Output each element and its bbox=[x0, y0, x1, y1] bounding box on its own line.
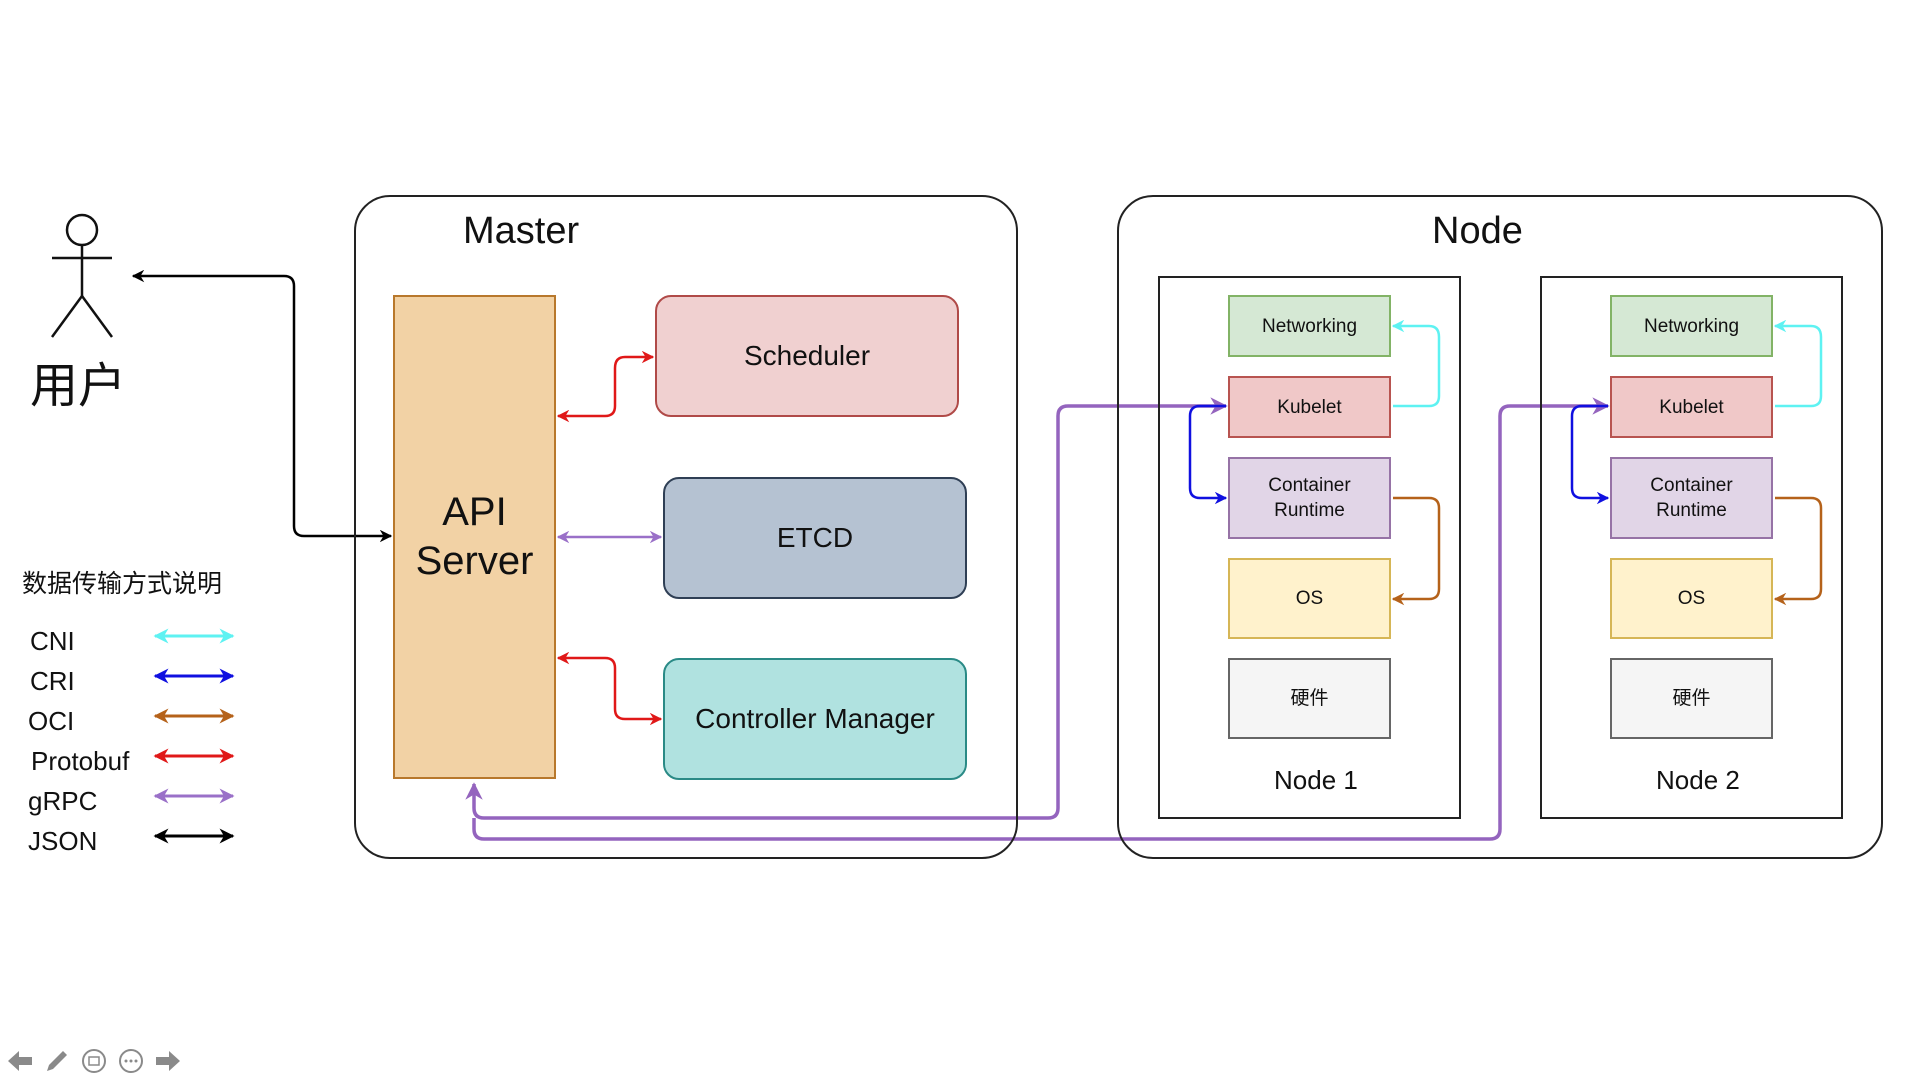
node2-runtime-label-line1: Container bbox=[1650, 475, 1733, 496]
controller-manager-label: Controller Manager bbox=[695, 703, 935, 734]
master-title: Master bbox=[463, 210, 580, 252]
api-server-box[interactable]: API Server bbox=[393, 295, 556, 779]
slide-view-icon[interactable] bbox=[78, 1046, 109, 1077]
legend-name-cni: CNI bbox=[30, 626, 75, 656]
more-icon[interactable] bbox=[115, 1046, 146, 1077]
legend-name-json: JSON bbox=[28, 826, 98, 856]
node2-kubelet-box[interactable]: Kubelet bbox=[1610, 376, 1773, 438]
node1-kubelet-label: Kubelet bbox=[1277, 396, 1342, 418]
edge-user-api-json bbox=[131, 269, 393, 543]
edge-node1-kubelet-networking-cni bbox=[1391, 319, 1441, 408]
api-server-label-line1: API bbox=[442, 490, 507, 534]
node1-label: Node 1 bbox=[1274, 765, 1358, 795]
user-stick-figure-icon bbox=[50, 213, 114, 338]
slide-toolbar bbox=[4, 1044, 183, 1078]
user-label: 用户 bbox=[30, 360, 127, 413]
edge-node1-runtime-os-oci bbox=[1391, 496, 1441, 606]
node1-os-box[interactable]: OS bbox=[1228, 558, 1391, 639]
edge-api-node1-kubelet-grpc bbox=[465, 397, 1228, 820]
node2-hardware-label: 硬件 bbox=[1672, 688, 1711, 709]
node-title: Node bbox=[1432, 210, 1523, 252]
pencil-icon[interactable] bbox=[41, 1046, 72, 1077]
legend-name-cri: CRI bbox=[30, 666, 75, 696]
master-panel bbox=[354, 195, 1018, 859]
node2-label: Node 2 bbox=[1656, 765, 1740, 795]
legend-name-protobuf: Protobuf bbox=[31, 746, 130, 776]
node2-box bbox=[1540, 276, 1843, 819]
node2-hardware-box[interactable]: 硬件 bbox=[1610, 658, 1773, 739]
scheduler-box[interactable]: Scheduler bbox=[655, 295, 959, 417]
node1-box bbox=[1158, 276, 1461, 819]
edge-node1-kubelet-runtime-cri bbox=[1188, 404, 1228, 505]
node2-runtime-label-line2: Runtime bbox=[1656, 500, 1727, 521]
edge-node2-kubelet-networking-cni bbox=[1773, 319, 1823, 408]
legend-name-grpc: gRPC bbox=[28, 786, 98, 816]
scheduler-label: Scheduler bbox=[743, 340, 871, 371]
node1-os-label: OS bbox=[1295, 588, 1324, 609]
etcd-box[interactable]: ETCD bbox=[663, 477, 967, 599]
node-panel bbox=[1117, 195, 1883, 859]
node1-runtime-label-line2: Runtime bbox=[1274, 500, 1345, 521]
node2-container-runtime-box[interactable]: Container Runtime bbox=[1610, 457, 1773, 539]
node2-kubelet-label: Kubelet bbox=[1659, 396, 1724, 418]
arrow-right-icon[interactable] bbox=[152, 1046, 183, 1077]
node1-networking-label: Networking bbox=[1261, 315, 1358, 337]
node1-hardware-label: 硬件 bbox=[1290, 688, 1329, 709]
node1-networking-box[interactable]: Networking bbox=[1228, 295, 1391, 357]
legend-name-oci: OCI bbox=[28, 706, 75, 736]
edge-node2-kubelet-runtime-cri bbox=[1570, 404, 1610, 505]
node1-hardware-box[interactable]: 硬件 bbox=[1228, 658, 1391, 739]
legend-title: 数据传输方式说明 bbox=[22, 570, 223, 598]
edge-api-node2-kubelet-grpc bbox=[472, 397, 1610, 841]
node2-os-label: OS bbox=[1677, 588, 1706, 609]
arrow-left-icon[interactable] bbox=[4, 1046, 35, 1077]
node2-os-box[interactable]: OS bbox=[1610, 558, 1773, 639]
controller-manager-box[interactable]: Controller Manager bbox=[663, 658, 967, 780]
edge-node2-runtime-os-oci bbox=[1773, 496, 1823, 606]
etcd-label: ETCD bbox=[776, 522, 854, 553]
node1-runtime-label-line1: Container bbox=[1268, 475, 1351, 496]
api-server-label-line2: Server bbox=[415, 539, 534, 583]
node2-networking-label: Networking bbox=[1643, 315, 1740, 337]
node1-container-runtime-box[interactable]: Container Runtime bbox=[1228, 457, 1391, 539]
node1-kubelet-box[interactable]: Kubelet bbox=[1228, 376, 1391, 438]
node2-networking-box[interactable]: Networking bbox=[1610, 295, 1773, 357]
